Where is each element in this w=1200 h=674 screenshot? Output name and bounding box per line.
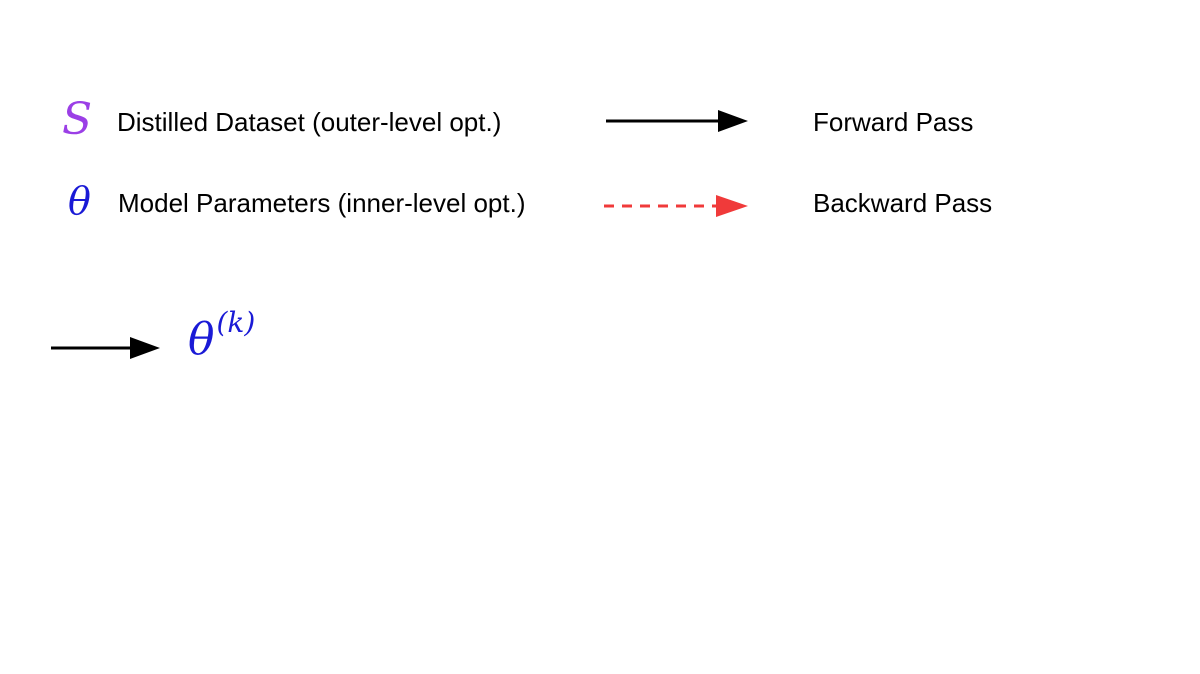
distilled-dataset-symbol: S bbox=[62, 94, 93, 145]
input-arrow-icon bbox=[51, 337, 160, 359]
model-parameters-label: Model Parameters (inner-level opt.) bbox=[118, 188, 526, 218]
backward-pass-arrow-icon bbox=[604, 195, 748, 217]
theta-k-base: θ bbox=[188, 314, 215, 365]
forward-pass-label: Forward Pass bbox=[813, 107, 974, 137]
backward-pass-label: Backward Pass bbox=[813, 188, 993, 218]
theta-k-node: θ(k) bbox=[188, 309, 255, 362]
theta-k-superscript: (k) bbox=[216, 306, 256, 339]
distilled-dataset-label: Distilled Dataset (outer-level opt.) bbox=[117, 107, 502, 137]
model-parameters-symbol: θ bbox=[68, 179, 91, 223]
forward-pass-arrow-icon bbox=[606, 110, 748, 132]
